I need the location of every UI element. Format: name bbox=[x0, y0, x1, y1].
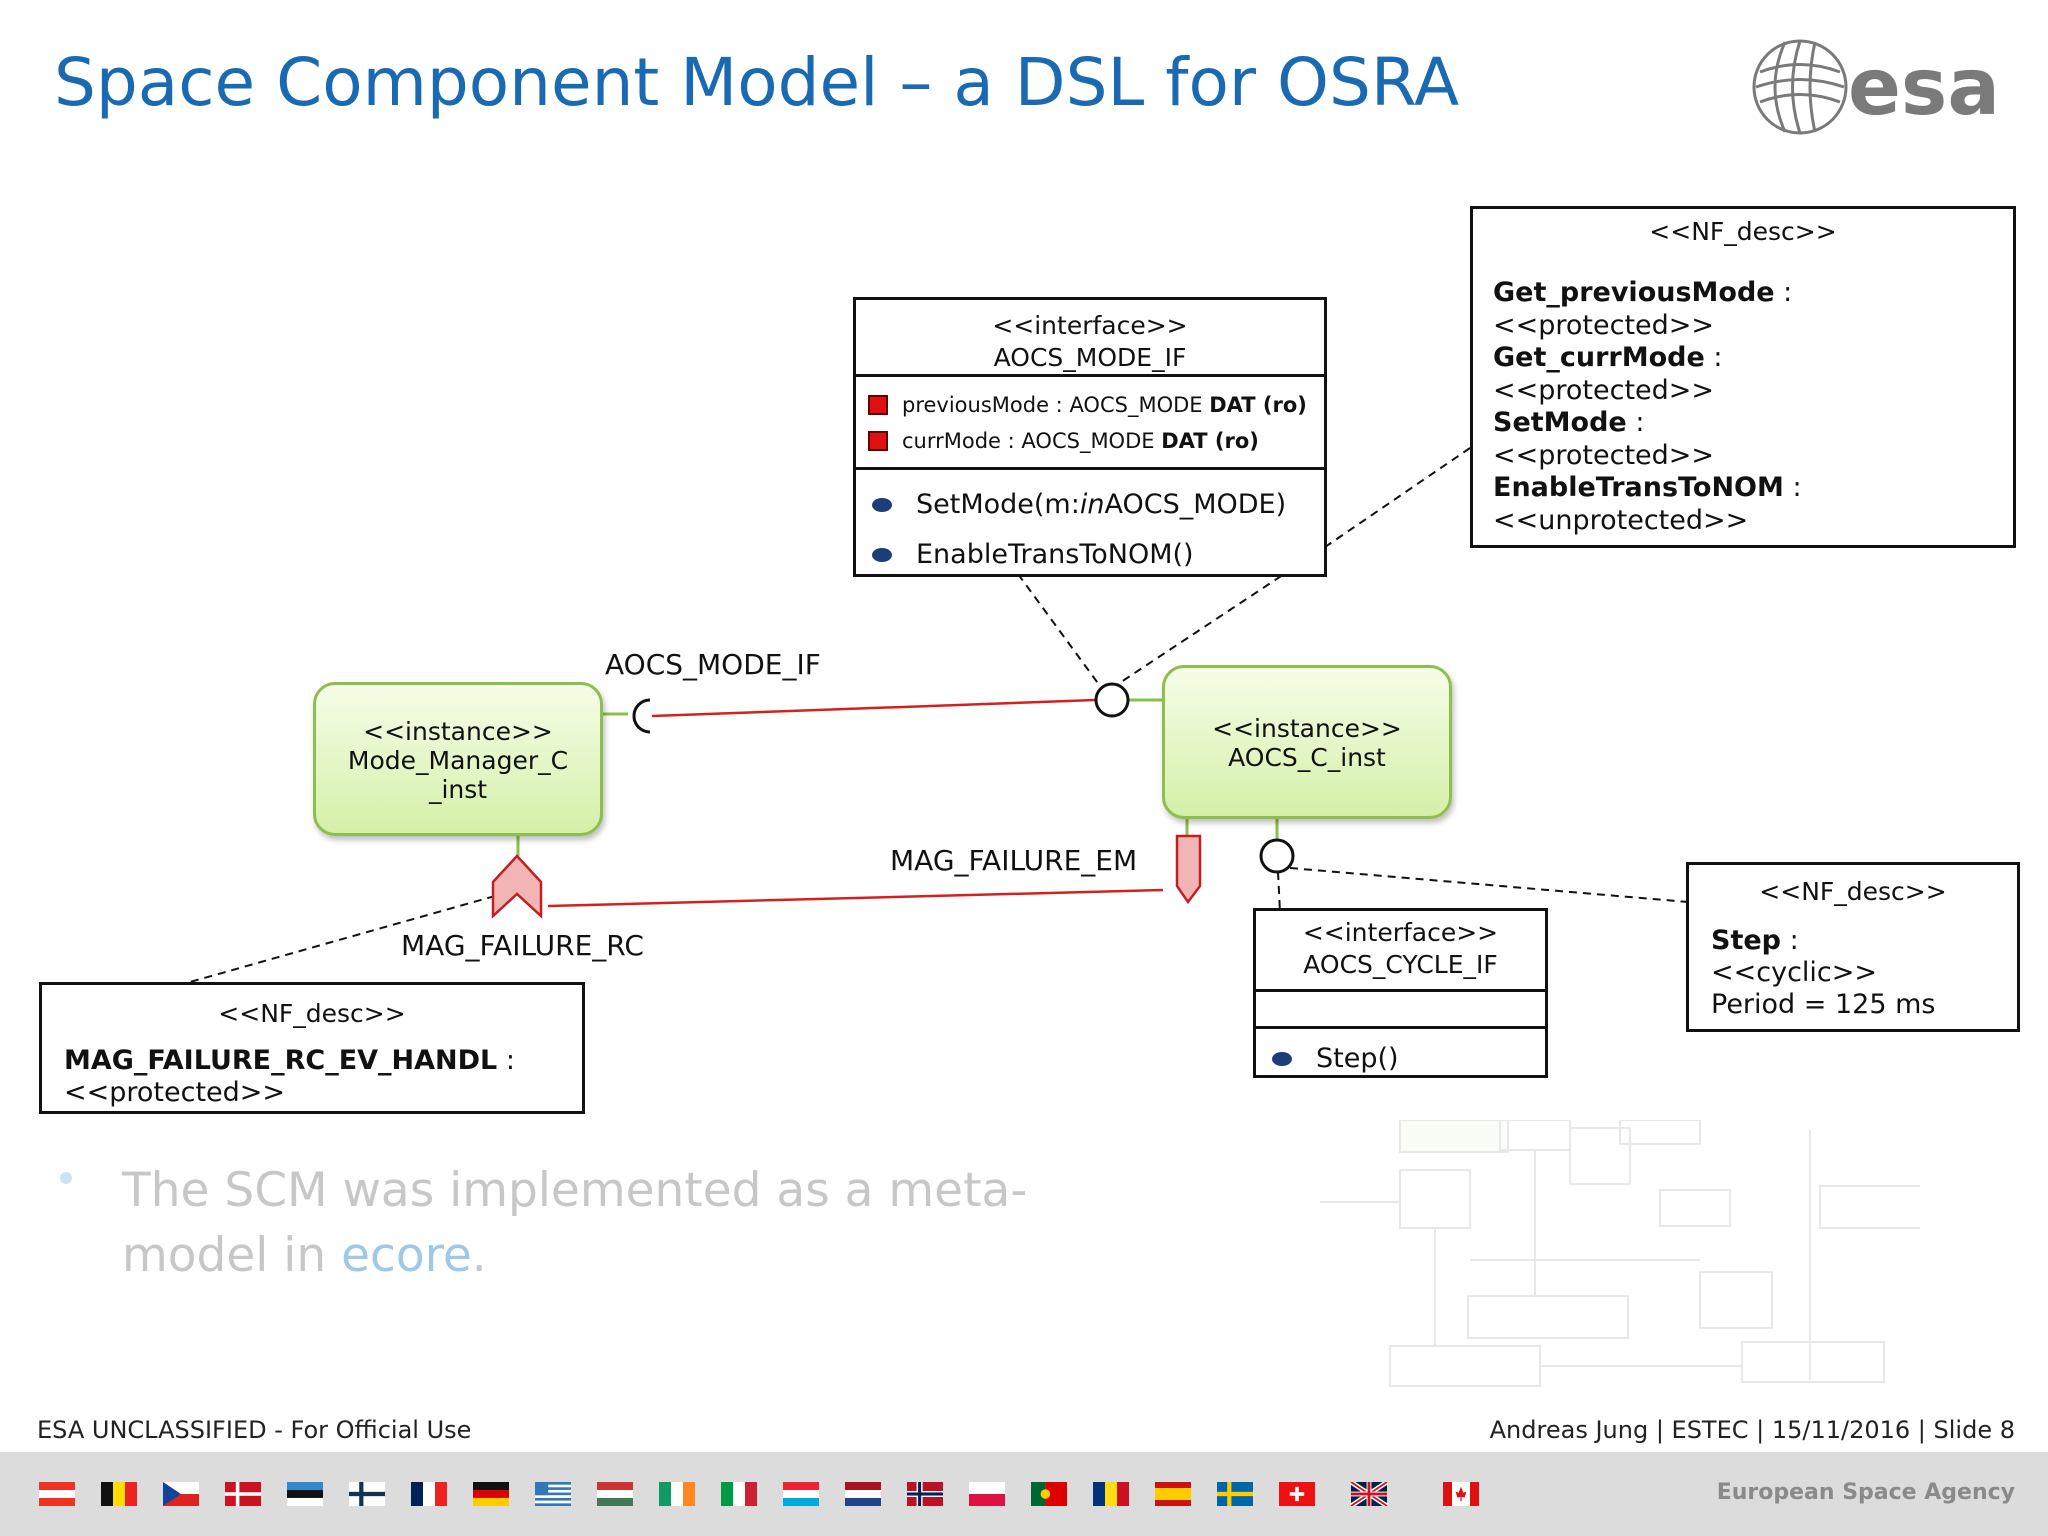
port-label-mag-failure-rc: MAG_FAILURE_RC bbox=[401, 929, 644, 962]
nf-desc-stereotype: <<NF_desc>> bbox=[1649, 217, 1837, 246]
bullet-text: The SCM was implemented as a meta-model … bbox=[122, 1163, 1028, 1283]
nf-desc-stereotype: <<NF_desc>> bbox=[1759, 877, 1947, 906]
port-label-mode-if: AOCS_MODE_IF bbox=[605, 648, 821, 681]
flag-icon-finland bbox=[349, 1482, 385, 1506]
nf-desc-interface-box: <<NF_desc>> Get_previousMode : <<protect… bbox=[1470, 206, 2016, 548]
flag-icon-switzerland bbox=[1279, 1482, 1315, 1506]
attribute-icon bbox=[868, 431, 888, 451]
nf-desc-stereotype: <<NF_desc>> bbox=[218, 999, 406, 1028]
flag-icon-ireland bbox=[659, 1482, 695, 1506]
interface-stereotype: <<interface>> bbox=[1302, 918, 1499, 947]
dashed-link-if-to-port bbox=[1017, 573, 1101, 687]
flag-icon-hungary bbox=[597, 1482, 633, 1506]
flag-icon-spain bbox=[1155, 1482, 1191, 1506]
instance-aocs: <<instance>> AOCS_C_inst bbox=[1162, 665, 1452, 819]
operation-set-mode: SetMode(m: in AOCS_MODE) bbox=[872, 480, 1324, 530]
esa-wordmark: esa bbox=[1848, 43, 2000, 133]
operation-icon bbox=[872, 548, 892, 562]
flag-icon-canada bbox=[1443, 1482, 1479, 1506]
provided-port-mode-if bbox=[1094, 682, 1130, 718]
footer-agency: European Space Agency bbox=[1716, 1480, 2015, 1505]
interface-name: AOCS_MODE_IF bbox=[993, 343, 1187, 372]
flag-icon-greece bbox=[535, 1482, 571, 1506]
aocs-mode-if-box: <<interface>> AOCS_MODE_IF previousMode … bbox=[853, 297, 1327, 577]
flag-icon-belgium bbox=[101, 1482, 137, 1506]
flag-icon-germany bbox=[473, 1482, 509, 1506]
flag-icon-netherlands bbox=[845, 1482, 881, 1506]
event-receiver-port bbox=[491, 854, 543, 919]
dashed-link-nf-to-port bbox=[1327, 447, 1471, 546]
attribute-previous-mode: previousMode : AOCS_MODE DAT (ro) bbox=[868, 387, 1324, 423]
slide-title: Space Component Model – a DSL for OSRA bbox=[54, 44, 1460, 121]
dashed-link-cycle-port-to-nf bbox=[1289, 867, 1689, 903]
esa-logo: esa bbox=[1740, 32, 2020, 142]
connector-mag-failure bbox=[547, 888, 1164, 908]
dashed-link-rc-to-nf bbox=[189, 895, 496, 983]
faded-metamodel-diagram bbox=[1320, 1120, 1920, 1387]
footer-meta: Andreas Jung | ESTEC | 15/11/2016 | Slid… bbox=[1489, 1416, 2015, 1444]
port-label-mag-failure-em: MAG_FAILURE_EM bbox=[890, 844, 1138, 877]
esa-globe-icon bbox=[1752, 39, 1848, 135]
flag-icon-romania bbox=[1093, 1482, 1129, 1506]
flag-icon-estonia bbox=[287, 1482, 323, 1506]
flag-icon-luxembourg bbox=[783, 1482, 819, 1506]
flag-icon-france bbox=[411, 1482, 447, 1506]
connector-mode-if bbox=[651, 698, 1096, 718]
event-emitter-port bbox=[1175, 834, 1202, 905]
flag-icon-czech bbox=[163, 1482, 199, 1506]
flag-bar bbox=[0, 1452, 2048, 1536]
nf-desc-cycle-box: <<NF_desc>> Step : <<cyclic>> Period = 1… bbox=[1686, 862, 2020, 1032]
dashed-link-cycle-port-to-if bbox=[1277, 871, 1281, 913]
flag-icon-sweden bbox=[1217, 1482, 1253, 1506]
attribute-icon bbox=[868, 395, 888, 415]
operation-icon bbox=[1272, 1052, 1292, 1066]
operation-enable-trans: EnableTransToNOM() bbox=[872, 530, 1324, 580]
flag-icon-poland bbox=[969, 1482, 1005, 1506]
flag-icon-denmark bbox=[225, 1482, 261, 1506]
ecore-link[interactable]: ecore bbox=[341, 1228, 472, 1283]
nf-desc-event-box: <<NF_desc>> MAG_FAILURE_RC_EV_HANDL : <<… bbox=[39, 982, 585, 1114]
flag-icon-austria bbox=[39, 1482, 75, 1506]
flag-icon-portugal bbox=[1031, 1482, 1067, 1506]
bullet-marker bbox=[60, 1172, 72, 1184]
instance-mode-manager: <<instance>> Mode_Manager_C _inst bbox=[313, 682, 603, 836]
flag-icon-norway bbox=[907, 1482, 943, 1506]
aocs-cycle-if-box: <<interface>> AOCS_CYCLE_IF Step() bbox=[1253, 908, 1548, 1078]
interface-stereotype: <<interface>> bbox=[992, 311, 1188, 340]
footer-classification: ESA UNCLASSIFIED - For Official Use bbox=[37, 1416, 472, 1444]
operation-icon bbox=[872, 498, 892, 512]
flag-icon-italy bbox=[721, 1482, 757, 1506]
flag-icon-uk bbox=[1350, 1482, 1388, 1506]
interface-name: AOCS_CYCLE_IF bbox=[1303, 950, 1498, 979]
provided-port-cycle-if bbox=[1259, 838, 1295, 874]
attribute-curr-mode: currMode : AOCS_MODE DAT (ro) bbox=[868, 423, 1324, 459]
required-port-socket bbox=[632, 698, 651, 734]
operation-step: Step() bbox=[1272, 1037, 1545, 1081]
